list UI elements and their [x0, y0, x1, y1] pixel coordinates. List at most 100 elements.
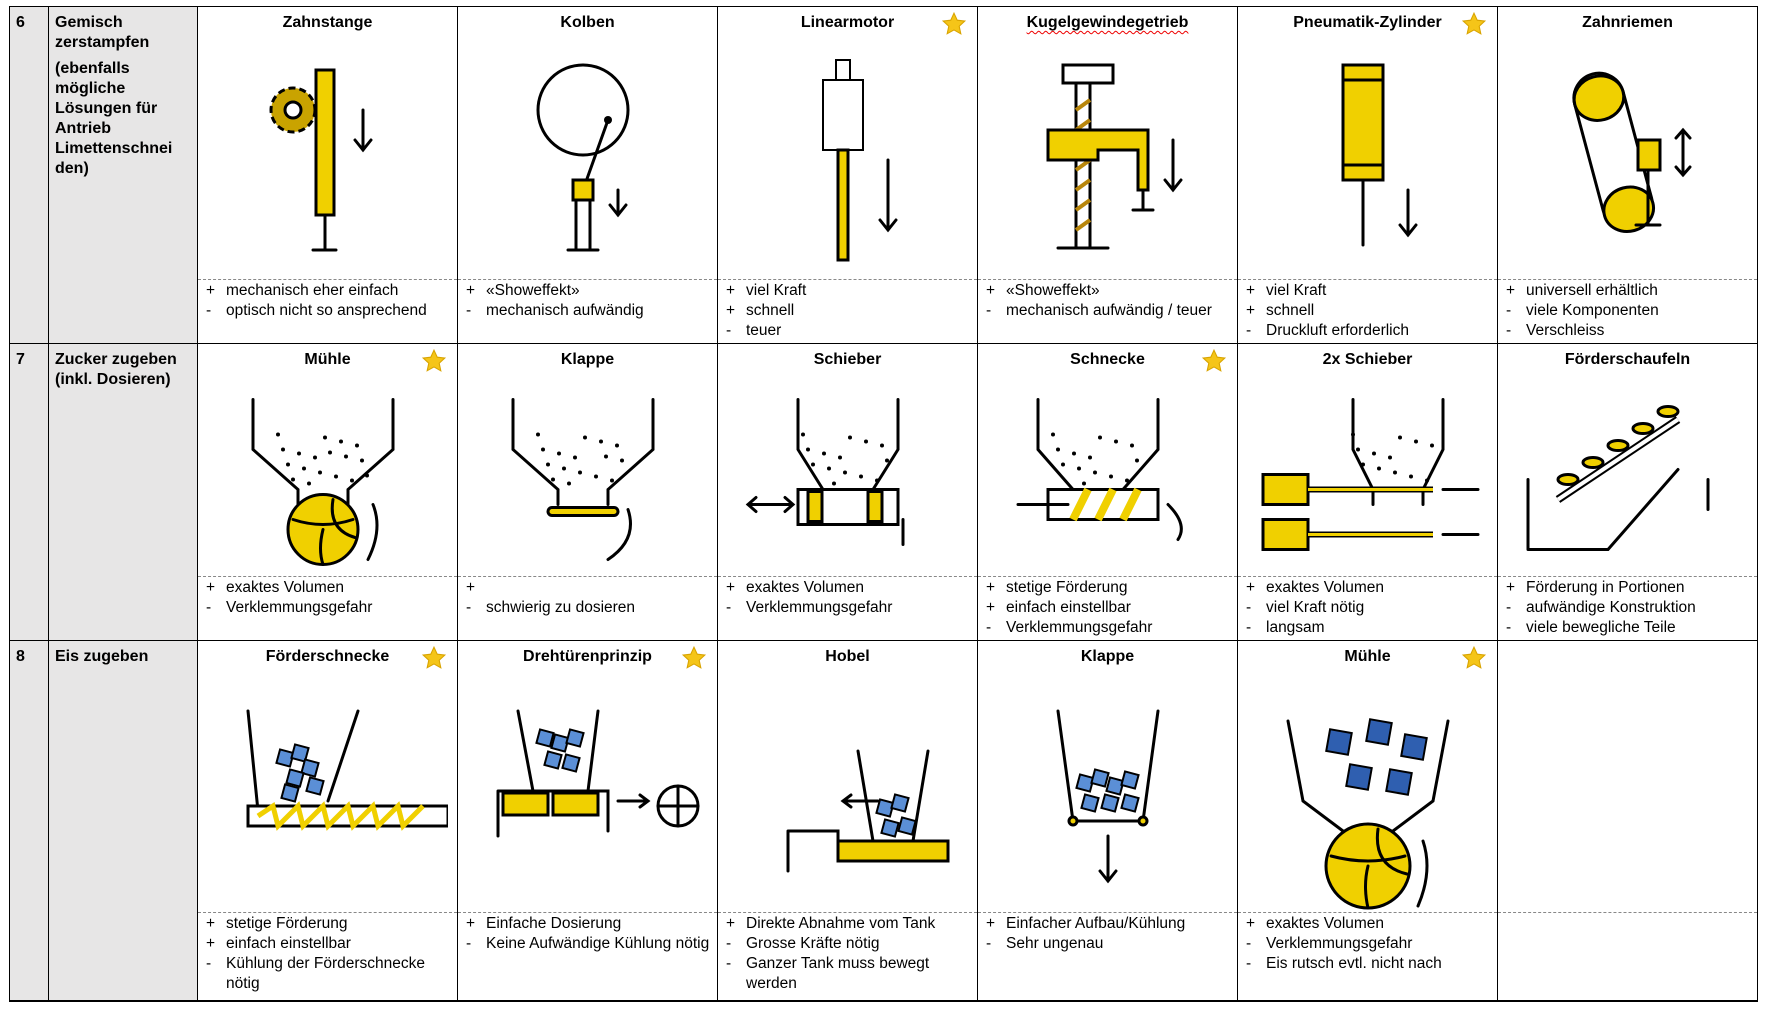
solution-title-text: Zahnstange: [282, 14, 373, 31]
pros-cons-list: +exaktes Volumen-Verklemmungsgefahr: [718, 576, 977, 640]
pro-item: +: [466, 579, 476, 596]
pros-cons-list: +universell erhältlich-viele Komponenten…: [1498, 279, 1757, 343]
con-item: -aufwändige Konstruktion: [1506, 599, 1696, 616]
pro-item: +viel Kraft: [726, 282, 807, 299]
pro-item: +schnell: [1246, 302, 1315, 319]
pro-item: +universell erhältlich: [1506, 282, 1658, 299]
function-label: Zucker zugeben (inkl. Dosieren): [49, 344, 198, 641]
con-item: -Verklemmungsgefahr: [986, 619, 1153, 636]
solution-title-text: Schnecke: [1070, 351, 1145, 368]
rack-sketch-image: [198, 36, 457, 279]
con-item: -optisch nicht so ansprechend: [206, 302, 427, 319]
pro-item: +Einfacher Aufbau/Kühlung: [986, 915, 1186, 932]
solution-title: Hobel: [718, 641, 977, 670]
solution-title: Förderschnecke: [198, 641, 457, 670]
pros-cons-list: +Direkte Abnahme vom Tank -Grosse Kräfte …: [718, 912, 977, 1000]
solution-cell: 2x Schieber +exaktes Volumen -viel Kraft n…: [1238, 344, 1498, 641]
solution-title: Mühle: [198, 344, 457, 373]
solution-title: Klappe: [458, 344, 717, 373]
pro-item: +exaktes Volumen: [1246, 579, 1385, 596]
con-item: -viel Kraft nötig: [1246, 599, 1365, 616]
con-item: -teuer: [726, 322, 782, 339]
pro-item: +Direkte Abnahme vom Tank: [726, 915, 936, 932]
solution-title: Kugelgewindegetrieb: [978, 7, 1237, 36]
pro-item: +Einfache Dosierung: [466, 915, 622, 932]
pros-cons-list: +«Showeffekt» -mechanisch aufwändig / teu…: [978, 279, 1237, 343]
star-icon: [941, 11, 967, 37]
ballscrew-sketch-image: [978, 36, 1237, 279]
pros-cons-list: +-schwierig zu dosieren: [458, 576, 717, 640]
function-title: Gemisch zerstampfen: [55, 14, 150, 51]
linear-sketch-image: [718, 36, 977, 279]
pros-cons-list: +viel Kraft +schnell -teuer: [718, 279, 977, 343]
con-item: -Druckluft erforderlich: [1246, 322, 1409, 339]
plane-sketch-image: [718, 670, 977, 912]
revolving-sketch-image: [458, 670, 717, 912]
solution-title: Zahnstange: [198, 7, 457, 36]
solution-title-text: Drehtürenprinzip: [523, 648, 652, 665]
solution-cell: Klappe+Einfacher Aufbau/Kühlung-Sehr ung…: [978, 641, 1238, 1001]
pros-cons-list: +Einfache Dosierung-Keine Aufwändige Küh…: [458, 912, 717, 1000]
pros-cons-list: +exaktes Volumen-Verklemmungsgefahr-Eis …: [1238, 912, 1497, 1000]
solution-title-text: Mühle: [304, 351, 351, 368]
pros-cons-list: +exaktes Volumen -Verklemmungsgefahr: [198, 576, 457, 640]
con-item: -Kühlung der Förderschnecke nötig: [206, 955, 426, 992]
solution-cell: Schnecke+stetige Förderung+einfach einst…: [978, 344, 1238, 641]
pro-item: +einfach einstellbar: [206, 935, 351, 952]
solution-title-text: Pneumatik-Zylinder: [1293, 14, 1442, 31]
screw-ice-sketch-image: [198, 670, 457, 912]
pros-cons-list: +viel Kraft +schnell -Druckluft erforderli…: [1238, 279, 1497, 343]
flap-ice-sketch-image: [978, 670, 1237, 912]
function-title: Zucker zugeben (inkl. Dosieren): [55, 351, 177, 388]
mill-sugar-sketch-image: [198, 373, 457, 576]
solution-cell: Schieber +exaktes Volumen-Verklemmungsgef…: [718, 344, 978, 641]
con-item: -Ganzer Tank muss bewegt werden: [726, 955, 930, 992]
pro-item: +stetige Förderung: [986, 579, 1128, 596]
solution-title-text: Zahnriemen: [1582, 14, 1673, 31]
con-item: -mechanisch aufwändig / teuer: [986, 302, 1212, 319]
solution-title: 2x Schieber: [1238, 344, 1497, 373]
pro-item: +exaktes Volumen: [206, 579, 345, 596]
function-label: Eis zugeben: [49, 641, 198, 1001]
pro-item: +mechanisch eher einfach: [206, 282, 399, 299]
flap-sugar-sketch-image: [458, 373, 717, 576]
solution-title: Pneumatik-Zylinder: [1238, 7, 1497, 36]
solution-title-text: Linearmotor: [800, 14, 895, 31]
star-icon: [1461, 11, 1487, 37]
star-icon: [1201, 348, 1227, 374]
solution-cell: Kolben+«Showeffekt»-mechanisch aufwändig: [458, 7, 718, 344]
solution-title-text: Klappe: [560, 351, 615, 368]
star-icon: [421, 645, 447, 671]
mill-ice-sketch-image: [1238, 670, 1497, 912]
pneumatic-sketch-image: [1238, 36, 1497, 279]
pro-item: +schnell: [726, 302, 795, 319]
solution-cell: Förderschnecke +stetige Förderung +einfach…: [198, 641, 458, 1001]
row-number: 6: [10, 7, 49, 344]
solution-title: Linearmotor: [718, 7, 977, 36]
double-slider-sketch-image: [1238, 373, 1497, 576]
solution-title-text: Hobel: [825, 648, 870, 665]
solution-title-text: Schieber: [813, 351, 882, 368]
solution-cell: Linearmotor +viel Kraft +schnell -teuer: [718, 7, 978, 344]
pro-item: +stetige Förderung: [206, 915, 348, 932]
con-item: -mechanisch aufwändig: [466, 302, 644, 319]
function-label: Gemisch zerstampfen(ebenfalls mögliche L…: [49, 7, 198, 344]
solution-cell: Förderschaufeln+Förderung in Portionen-a…: [1498, 344, 1758, 641]
screw-sugar-sketch-image: [978, 373, 1237, 576]
con-item: -Grosse Kräfte nötig: [726, 935, 880, 952]
pros-cons-list: +Einfacher Aufbau/Kühlung-Sehr ungenau: [978, 912, 1237, 1000]
solution-cell: Klappe +-schwierig zu dosieren: [458, 344, 718, 641]
empty-solution-cell: [1498, 641, 1758, 1001]
con-item: -langsam: [1246, 619, 1325, 636]
solution-title-text: Förderschaufeln: [1564, 351, 1691, 368]
function-title: Eis zugeben: [55, 648, 149, 665]
solution-cell: Kugelgewindegetrieb +«Showeffekt» -mechani…: [978, 7, 1238, 344]
solution-title: Drehtürenprinzip: [458, 641, 717, 670]
con-item: -Verklemmungsgefahr: [206, 599, 373, 616]
pro-item: +viel Kraft: [1246, 282, 1327, 299]
pros-cons-list: +exaktes Volumen -viel Kraft nötig -langsa…: [1238, 576, 1497, 640]
row-number: 7: [10, 344, 49, 641]
crank-sketch-image: [458, 36, 717, 279]
pro-item: +«Showeffekt»: [986, 282, 1100, 299]
con-item: -Eis rutsch evtl. nicht nach: [1246, 955, 1442, 972]
